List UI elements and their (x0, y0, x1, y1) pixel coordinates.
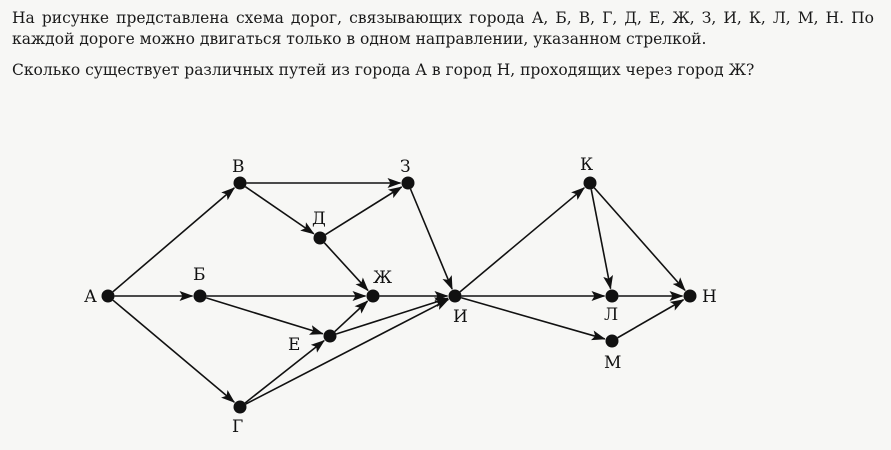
city-label-L: Л (604, 305, 618, 325)
road-D-Zh (323, 242, 369, 292)
road-M-N (617, 299, 685, 339)
city-label-A: А (84, 287, 97, 307)
city-label-E: Е (288, 335, 300, 355)
city-label-V: В (232, 157, 245, 177)
city-node-L (605, 289, 619, 303)
city-label-Zh: Ж (373, 268, 392, 288)
city-node-Z (401, 176, 415, 190)
city-node-N (683, 289, 697, 303)
city-node-K (583, 176, 597, 190)
road-K-L (590, 189, 613, 290)
road-E-I (335, 297, 449, 335)
city-node-D (313, 231, 327, 245)
city-node-G (233, 400, 247, 414)
city-label-Z: З (400, 157, 411, 177)
road-Z-I (409, 188, 453, 290)
city-node-E (323, 329, 337, 343)
road-D-Z (325, 186, 403, 236)
road-I-K (459, 187, 586, 293)
city-label-K: К (580, 155, 593, 175)
city-node-B (193, 289, 207, 303)
road-I-M (461, 297, 606, 341)
problem-question: Сколько существует различных путей из го… (12, 61, 755, 79)
road-K-N (593, 187, 686, 292)
city-node-A (101, 289, 115, 303)
city-label-N: Н (702, 287, 717, 307)
road-V-D (244, 186, 315, 235)
city-label-D: Д (312, 209, 326, 229)
road-G-I (245, 298, 450, 405)
city-node-Zh (366, 289, 380, 303)
problem-paragraph-1: На рисунке представлена схема дорог, свя… (12, 9, 874, 48)
road-A-G (112, 299, 236, 403)
city-label-G: Г (232, 417, 243, 437)
problem-text: На рисунке представлена схема дорог, свя… (12, 8, 874, 91)
road-G-E (244, 340, 325, 404)
city-node-V (233, 176, 247, 190)
road-A-V (112, 187, 236, 293)
road-E-Zh (334, 300, 369, 333)
city-label-M: М (604, 353, 621, 373)
city-label-B: Б (193, 265, 206, 285)
road-B-E (205, 297, 324, 335)
city-node-I (448, 289, 462, 303)
city-label-I: И (453, 307, 468, 327)
city-node-M (605, 334, 619, 348)
